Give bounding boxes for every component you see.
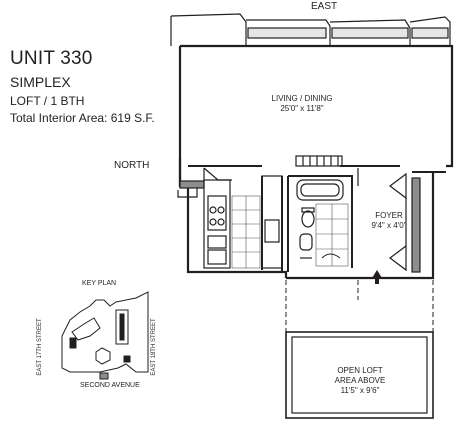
key-plan-bottom-street: SECOND AVENUE [80, 382, 140, 389]
unit-type: SIMPLEX [10, 74, 71, 90]
living-dining-label: LIVING / DINING 25'0" x 11'8" [248, 94, 356, 114]
open-loft-label: OPEN LOFT AREA ABOVE 11'5" x 9'6" [320, 366, 400, 396]
kitchen-tile-floor [231, 195, 261, 269]
window-bay [170, 13, 451, 46]
key-plan-title: KEY PLAN [82, 280, 117, 287]
open-loft-line2: AREA ABOVE [334, 376, 386, 385]
unit-title: UNIT 330 [10, 48, 93, 69]
open-loft-size: 11'5" x 9'6" [340, 386, 380, 395]
foyer-size: 9'4" x 4'0" [371, 221, 407, 230]
entry-arrow-icon [372, 270, 382, 284]
foyer-name: FOYER [375, 211, 403, 220]
foyer-closet [357, 168, 421, 273]
unit-beds-baths: LOFT / 1 BTH [10, 94, 85, 108]
open-loft-area [285, 331, 434, 419]
bathroom [287, 175, 353, 272]
bathroom-tile-floor [315, 203, 349, 267]
loft-outline-dashed [285, 280, 434, 332]
key-plan-map [61, 291, 149, 380]
compass-east-label: EAST [311, 1, 338, 12]
compass-north-label: NORTH [114, 160, 150, 171]
kitchen [203, 175, 283, 272]
key-plan-right-street: EAST 18TH STREET [151, 318, 157, 376]
open-loft-line1: OPEN LOFT [337, 366, 383, 375]
unit-total-area: Total Interior Area: 619 S.F. [10, 111, 155, 125]
stair-steps [295, 155, 343, 167]
key-plan-left-street: EAST 17TH STREET [37, 318, 43, 376]
living-dining-size: 25'0" x 11'8" [280, 104, 324, 113]
living-dining-name: LIVING / DINING [271, 94, 333, 103]
foyer-label: FOYER 9'4" x 4'0" [360, 211, 418, 231]
closet [179, 167, 232, 189]
